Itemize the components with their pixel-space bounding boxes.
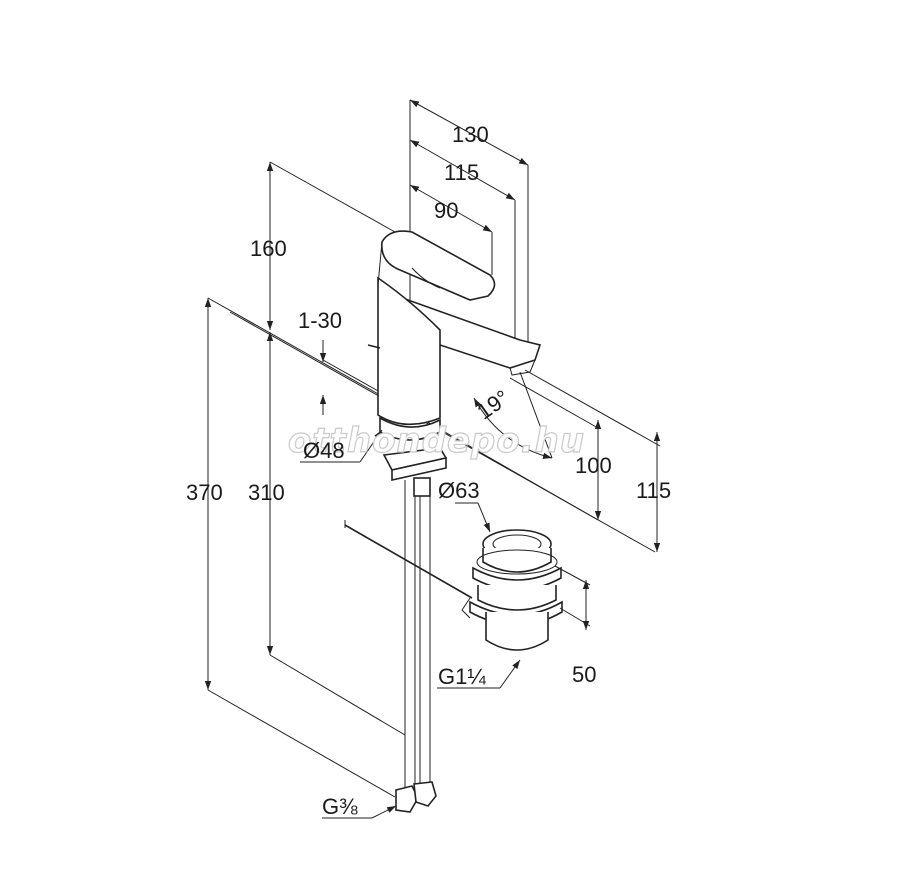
waste-dimension-lines [300, 429, 591, 819]
label-160: 160 [250, 236, 287, 261]
label-115-top: 115 [444, 160, 479, 185]
label-angle-19: 19° [472, 385, 514, 425]
watermark: otthondepo.hu [288, 421, 585, 461]
label-diameter-63: Ø63 [438, 478, 480, 503]
right-dimension-lines [409, 369, 661, 552]
faucet [344, 230, 542, 813]
label-90: 90 [434, 198, 458, 223]
label-115-right: 115 [636, 478, 671, 503]
label-130: 130 [452, 122, 489, 147]
label-370: 370 [186, 480, 223, 505]
waste-valve [461, 529, 563, 651]
label-1-30: 1-30 [298, 308, 342, 333]
label-100: 100 [575, 453, 612, 478]
label-310: 310 [248, 480, 285, 505]
label-diameter-48: Ø48 [303, 438, 345, 463]
label-thread-g3-8: G⅜ [322, 794, 358, 819]
label-50: 50 [572, 662, 596, 687]
label-thread-g1-1-4: G1¼ [438, 664, 486, 689]
